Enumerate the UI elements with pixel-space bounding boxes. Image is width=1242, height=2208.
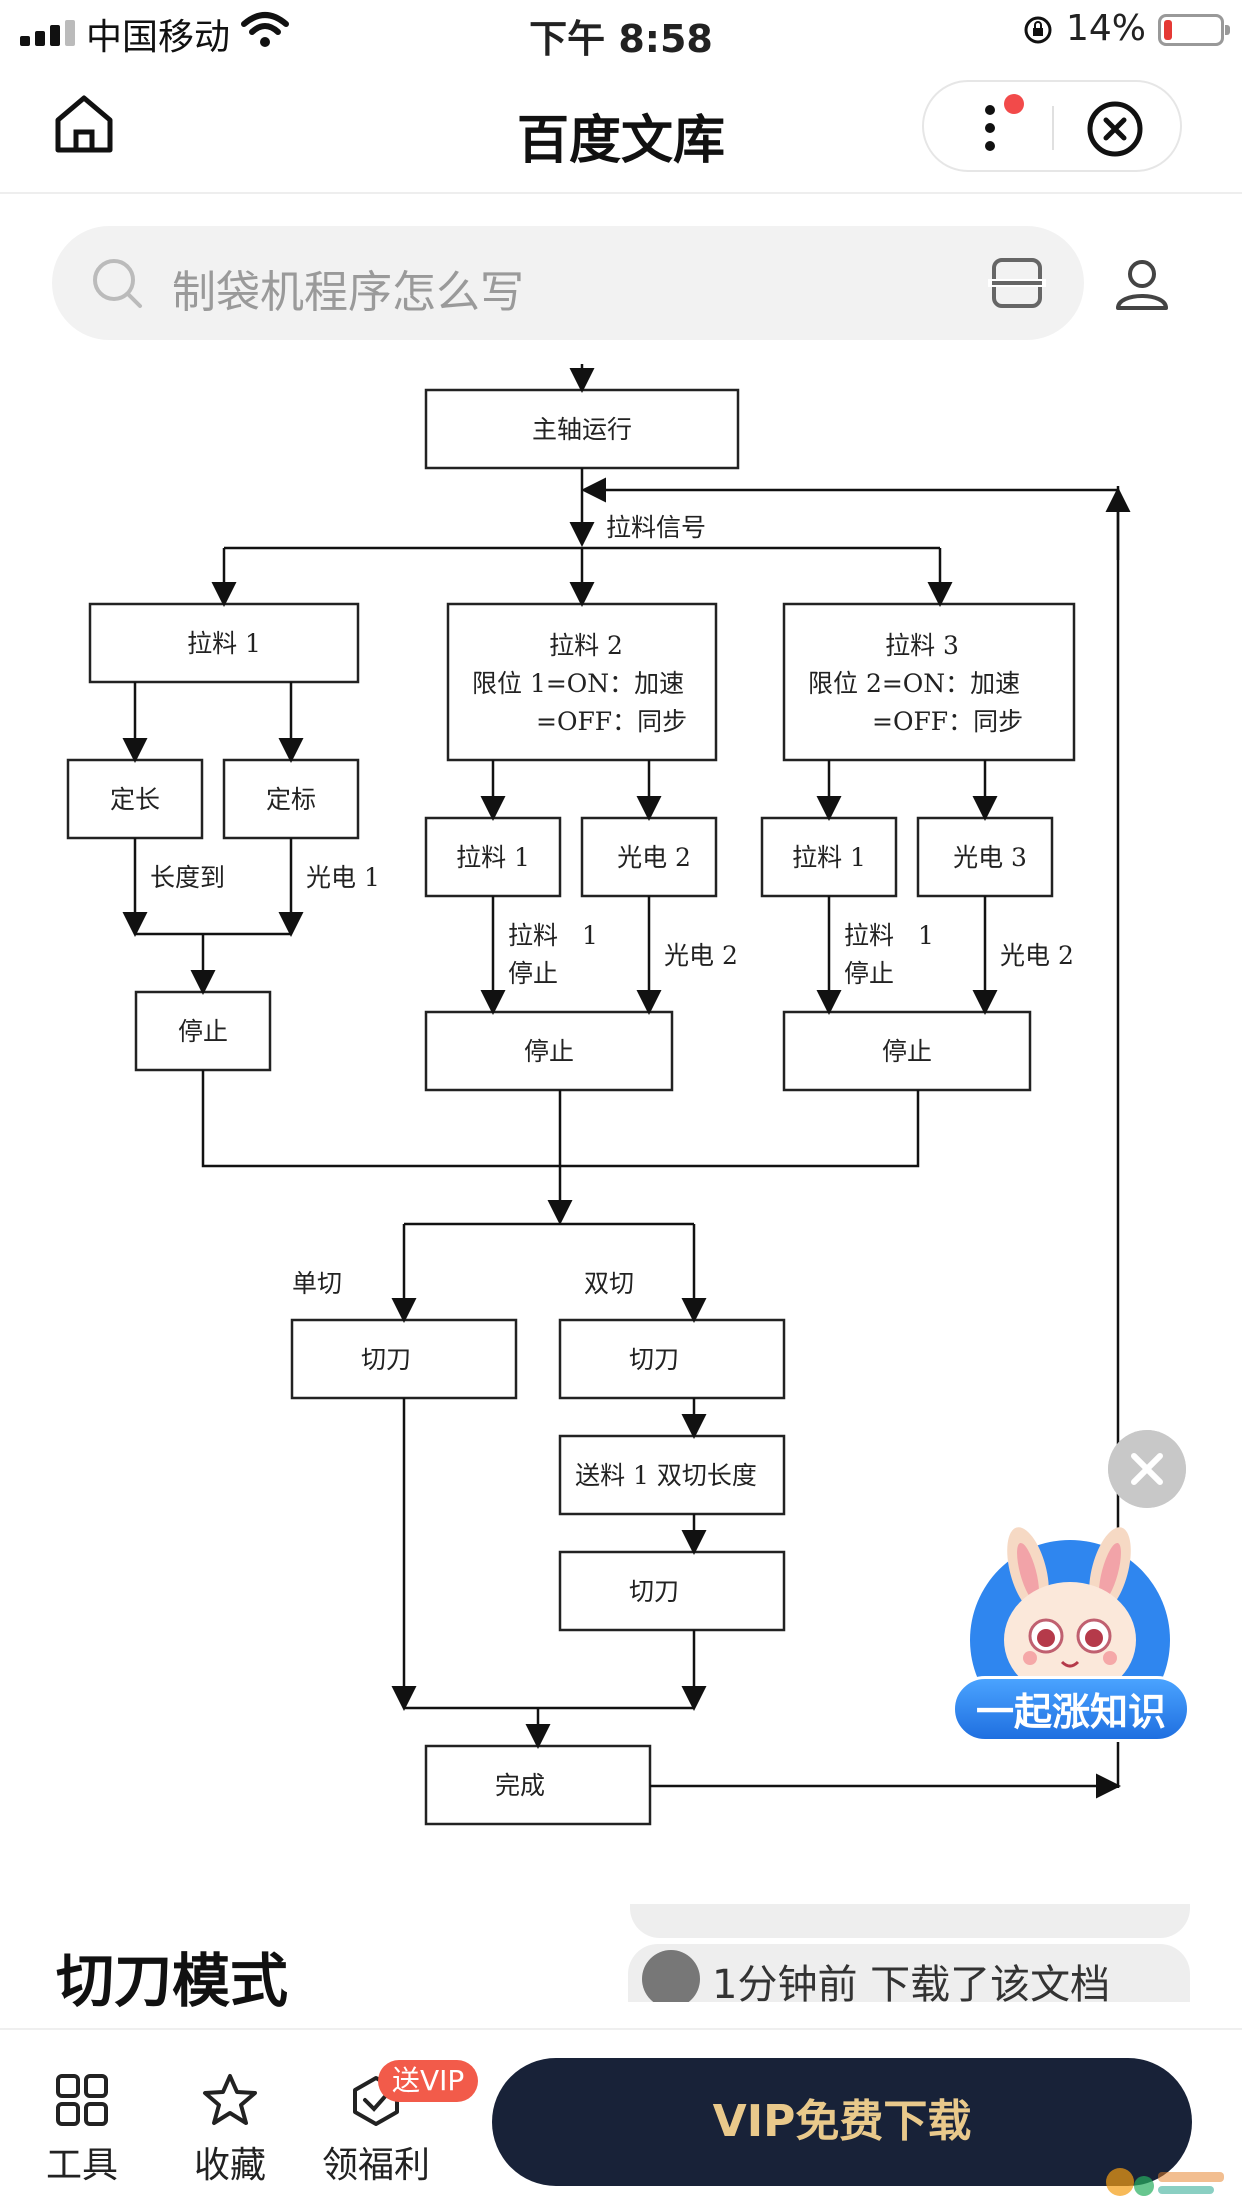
- label-cutter-double-2: 切刀: [629, 1577, 679, 1606]
- tab-tools-label: 工具: [45, 2145, 118, 2186]
- capsule-divider: [1052, 106, 1054, 150]
- label-pull3-photo3: 光电 3: [953, 843, 1027, 872]
- box-cutter-double-2: [558, 1550, 786, 1632]
- label-pull2-title: 拉料 2: [549, 631, 623, 660]
- search-placeholder: 制袋机程序怎么写: [172, 267, 524, 318]
- box-pull1: [88, 602, 360, 684]
- activity-toast-previous: [630, 1904, 1190, 1938]
- box-done: [424, 1744, 652, 1826]
- label-stop-1: 停止: [178, 1017, 228, 1046]
- activity-toast: 1分钟前 下载了该文档: [628, 1944, 1190, 2002]
- float-close-icon[interactable]: [1108, 1430, 1186, 1508]
- star-icon: [203, 2074, 257, 2125]
- tab-favorite[interactable]: 收藏: [170, 2072, 290, 2188]
- label-stop-2: 停止: [524, 1037, 574, 1066]
- label-single-cut: 单切: [292, 1269, 342, 1298]
- box-pull3-pull1: [760, 816, 898, 898]
- tab-favorite-label: 收藏: [193, 2145, 266, 2186]
- box-pull2: [446, 602, 718, 762]
- label-length-reached: 长度到: [150, 863, 225, 892]
- scan-icon[interactable]: [988, 254, 1046, 312]
- tab-benefits[interactable]: 领福利: [316, 2072, 436, 2188]
- label-pull3-stop-a: 拉料: [844, 921, 894, 950]
- vip-gift-badge: 送VIP: [378, 2060, 479, 2102]
- battery-icon: [1158, 14, 1230, 46]
- box-stop-2: [424, 1010, 674, 1092]
- battery-percent: 14%: [1065, 8, 1146, 49]
- status-bar: 中国移动 下午 8:58 14%: [0, 0, 1242, 62]
- label-pull3-line1: 限位 2=ON：加速: [808, 669, 1020, 698]
- box-feed-double: [558, 1434, 786, 1516]
- carrier-name: 中国移动: [86, 17, 231, 58]
- label-cutter-double: 切刀: [629, 1345, 679, 1374]
- grid-icon: [56, 2074, 108, 2126]
- mascot-label[interactable]: 一起涨知识: [952, 1676, 1190, 1742]
- search-icon: [93, 259, 142, 308]
- box-cutter-double: [558, 1318, 786, 1400]
- label-main-run: 主轴运行: [532, 415, 632, 444]
- label-pull3-stop-num: 1: [918, 921, 934, 950]
- label-pull1: 拉料 1: [187, 629, 261, 658]
- label-pull2-stop-b: 停止: [508, 959, 558, 988]
- box-pull3-photo3: [916, 816, 1054, 898]
- rotation-lock-icon: [1024, 16, 1052, 44]
- label-double-cut: 双切: [584, 1269, 634, 1298]
- page-title: 百度文库: [516, 111, 725, 171]
- label-pull2-stop-num: 1: [582, 921, 598, 950]
- wifi-icon: [241, 12, 289, 47]
- battery-level: [1164, 20, 1172, 40]
- label-done: 完成: [495, 1771, 545, 1800]
- flowchart: 主轴运行 拉料信号 拉料 1 拉料 2 限位 1=ON：加速 =OFF：同步 拉…: [66, 364, 1131, 1826]
- box-stop-3: [782, 1010, 1032, 1092]
- close-icon[interactable]: [1086, 100, 1144, 158]
- activity-text: 1分钟前 下载了该文档: [712, 1962, 1111, 2002]
- search-bar[interactable]: 制袋机程序怎么写: [52, 226, 1084, 340]
- label-pull-signal: 拉料信号: [606, 513, 706, 542]
- label-pull2-photo2: 光电 2: [617, 843, 691, 872]
- signal-icon: [20, 20, 75, 46]
- watermark-logo-icon: [1106, 2168, 1224, 2196]
- avatar: [642, 1950, 700, 2002]
- clock: 下午 8:58: [529, 17, 713, 61]
- label-feed-double: 送料 1 双切长度: [575, 1461, 757, 1490]
- label-pull2-line2: =OFF：同步: [536, 707, 687, 736]
- label-pull3-pull1: 拉料 1: [792, 843, 866, 872]
- label-pull3-photo2-edge: 光电 2: [1000, 941, 1074, 970]
- mini-program-capsule: [922, 80, 1182, 172]
- home-icon[interactable]: [52, 92, 116, 156]
- benefits-check-icon: [353, 2076, 399, 2126]
- box-main-run: [424, 388, 740, 470]
- notification-dot: [1004, 94, 1024, 114]
- label-pull2-line1: 限位 1=ON：加速: [472, 669, 684, 698]
- label-pull2-pull1: 拉料 1: [456, 843, 530, 872]
- tab-tools[interactable]: 工具: [22, 2072, 142, 2188]
- label-pull2-photo2-edge: 光电 2: [664, 941, 738, 970]
- title-bar: 百度文库: [0, 62, 1242, 194]
- label-fixed-mark: 定标: [266, 785, 316, 814]
- more-icon[interactable]: [972, 100, 1008, 156]
- bottom-bar: 工具 收藏 领福利 送VIP VIP免费下载: [0, 2028, 1242, 2208]
- box-pull2-photo2: [580, 816, 718, 898]
- label-pull2-stop-a: 拉料: [508, 921, 558, 950]
- label-pull3-title: 拉料 3: [885, 631, 959, 660]
- section-title: 切刀模式: [56, 1947, 289, 2015]
- user-icon[interactable]: [1114, 256, 1170, 312]
- label-pull3-stop-b: 停止: [844, 959, 894, 988]
- label-cutter-single: 切刀: [361, 1345, 411, 1374]
- tab-benefits-label: 领福利: [321, 2145, 430, 2186]
- vip-download-button[interactable]: VIP免费下载: [492, 2058, 1192, 2186]
- box-fixed-mark: [222, 758, 360, 840]
- box-pull3: [782, 602, 1076, 762]
- label-photo1: 光电 1: [306, 863, 380, 892]
- label-stop-3: 停止: [882, 1037, 932, 1066]
- label-pull3-line2: =OFF：同步: [872, 707, 1023, 736]
- label-fixed-length: 定长: [110, 785, 160, 814]
